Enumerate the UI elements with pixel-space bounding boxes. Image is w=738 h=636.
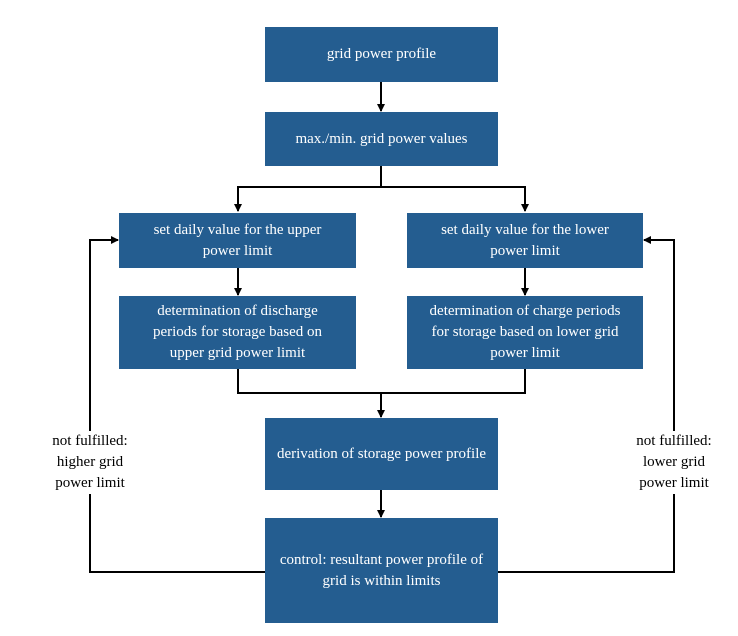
node-lower-limit: set daily value for the lower power limi… <box>407 213 643 268</box>
node-control: control: resultant power profile of grid… <box>265 518 498 623</box>
label-right-feedback: not fulfilled: lower grid power limit <box>624 431 724 494</box>
arrow-to-lower <box>381 186 529 212</box>
node-upper-limit: set daily value for the upper power limi… <box>119 213 356 268</box>
node-charge-periods: determination of charge periods for stor… <box>407 296 643 369</box>
label-left-feedback: not fulfilled: higher grid power limit <box>40 431 140 494</box>
node-discharge-periods: determination of discharge periods for s… <box>119 296 356 369</box>
merge-line <box>237 369 526 394</box>
node-storage-profile: derivation of storage power profile <box>265 418 498 490</box>
arrow-to-upper <box>234 186 381 212</box>
node-grid-power-profile: grid power profile <box>265 27 498 82</box>
feedback-left <box>89 236 265 573</box>
node-max-min-values: max./min. grid power values <box>265 112 498 166</box>
feedback-right <box>498 236 675 573</box>
